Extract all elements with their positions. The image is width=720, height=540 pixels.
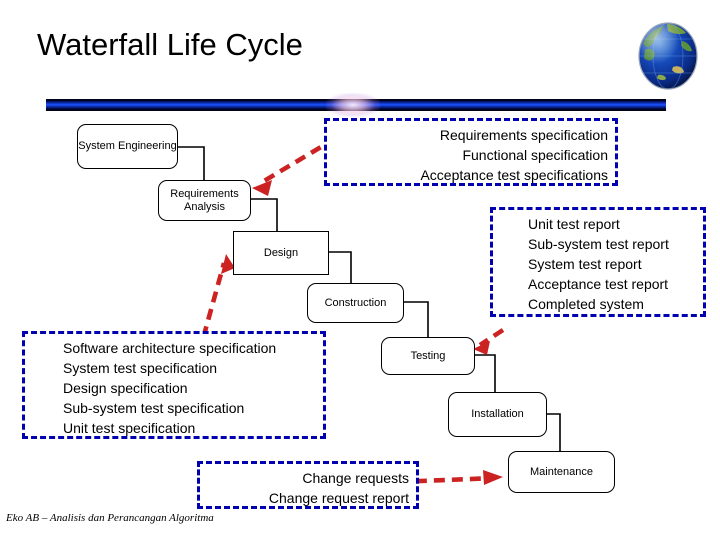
callout-line: Sub-system test report — [528, 236, 669, 252]
callout-line: Sub-system test specification — [63, 400, 245, 416]
callout-line: Completed system — [528, 296, 644, 312]
callout-line: Unit test specification — [63, 420, 196, 436]
callout-requirements-artifacts: Requirements specification Functional sp… — [324, 118, 618, 186]
callout-design-artifacts: Software architecture specification Syst… — [22, 331, 326, 439]
title-divider-bar — [46, 93, 666, 117]
callout-line: Change requests — [302, 470, 409, 486]
process-box-label: Maintenance — [530, 465, 593, 478]
callout-change-artifacts: Change requests Change request report — [197, 461, 419, 509]
callout-line: Requirements specification — [439, 127, 608, 143]
footer-credit: Eko AB – Analisis dan Perancangan Algori… — [6, 512, 214, 524]
process-box-label: Installation — [471, 408, 524, 420]
process-box-label: Design — [263, 246, 299, 259]
callout-line: System test specification — [63, 360, 218, 376]
process-box-system-engineering[interactable]: System Engineering — [77, 124, 178, 169]
process-box-testing[interactable]: Testing — [381, 337, 475, 375]
globe-earth-icon — [637, 17, 699, 95]
callout-test-artifacts: Unit test report Sub-system test report … — [490, 207, 706, 317]
process-box-label: System Engineering — [78, 140, 177, 152]
process-box-label: Requirements Analysis — [170, 187, 239, 213]
callout-line: Acceptance test specifications — [420, 167, 608, 183]
callout-line: Design specification — [63, 380, 188, 396]
process-box-construction[interactable]: Construction — [307, 283, 404, 323]
callout-line: Unit test report — [528, 216, 620, 232]
callout-line: System test report — [528, 256, 642, 272]
process-box-requirements-analysis[interactable]: Requirements Analysis — [158, 180, 251, 221]
divider-glow — [326, 93, 380, 117]
page-title: Waterfall Life Cycle — [37, 27, 303, 62]
callout-line: Change request report — [268, 490, 409, 506]
process-box-label: Construction — [324, 296, 387, 309]
process-box-installation[interactable]: Installation — [448, 392, 547, 437]
process-box-design[interactable]: Design — [233, 231, 329, 275]
callout-line: Software architecture specification — [63, 340, 277, 356]
process-box-label: Testing — [410, 349, 446, 362]
callout-line: Acceptance test report — [528, 276, 669, 292]
callout-line: Functional specification — [462, 147, 608, 163]
process-box-maintenance[interactable]: Maintenance — [508, 451, 615, 493]
